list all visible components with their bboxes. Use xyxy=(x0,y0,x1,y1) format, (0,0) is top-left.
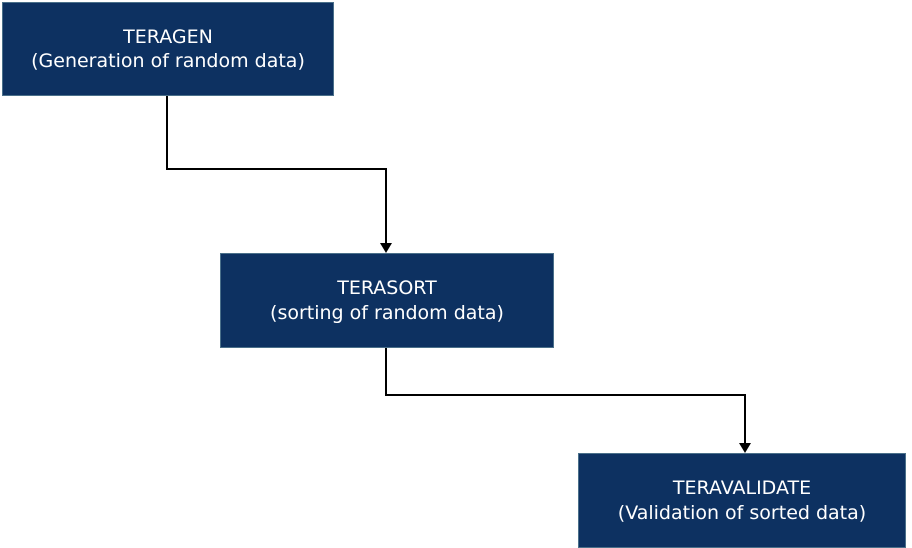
node-teragen-subtitle: (Generation of random data) xyxy=(31,50,305,72)
node-teravalidate-subtitle: (Validation of sorted data) xyxy=(617,501,867,524)
node-teravalidate-title: TERAVALIDATE xyxy=(672,477,812,500)
node-terasort: TERASORT (sorting of random data) xyxy=(220,253,554,348)
node-teragen-title: TERAGEN xyxy=(123,25,213,48)
node-terasort-title: TERASORT xyxy=(337,277,437,300)
node-terasort-subtitle: (sorting of random data) xyxy=(270,301,504,324)
connector-terasort-teravalidate xyxy=(385,348,751,453)
arrowhead-icon xyxy=(380,243,392,253)
arrowhead-icon xyxy=(739,443,751,453)
node-teravalidate: TERAVALIDATE (Validation of sorted data) xyxy=(578,453,906,548)
node-teragen: TERAGEN (Generation of random data) xyxy=(2,2,334,96)
connector-teragen-terasort xyxy=(166,96,392,253)
